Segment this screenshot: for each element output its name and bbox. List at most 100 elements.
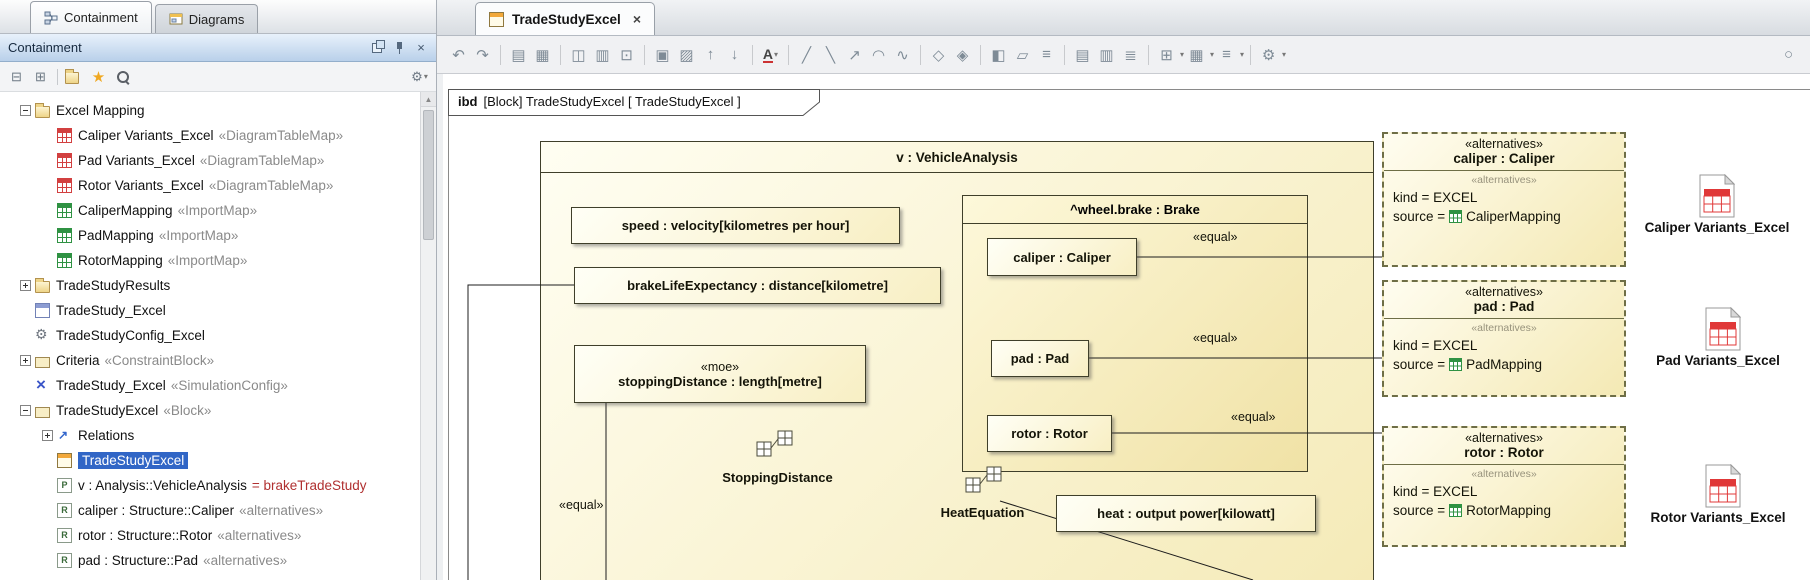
heat-equation-constraint-label[interactable]: HeatEquation <box>940 505 1025 520</box>
part-heat[interactable]: heat : output power[kilowatt] <box>1056 495 1316 532</box>
tree-stereotype: «ConstraintBlock» <box>104 353 215 368</box>
close-tab-icon[interactable]: × <box>632 11 641 27</box>
expand-expander-icon[interactable] <box>42 430 53 441</box>
display-ports-icon[interactable]: ⊡ <box>620 46 633 64</box>
restore-window-icon[interactable] <box>370 39 385 55</box>
curve-path-icon[interactable]: ∿ <box>896 46 909 64</box>
nav-back-icon[interactable]: ↶ <box>452 46 465 64</box>
part-caliper[interactable]: caliper : Caliper <box>987 238 1137 276</box>
layer-order-icon[interactable]: ▱ <box>1016 46 1029 64</box>
tree-item-caliper-part[interactable]: caliper : Structure::Caliper «alternativ… <box>0 498 436 523</box>
heat-equation-constraint-icon[interactable] <box>965 466 1003 502</box>
display-parts-icon[interactable]: ▥ <box>595 46 610 64</box>
tree-item-rotor-variants[interactable]: Rotor Variants_Excel «DiagramTableMap» <box>0 173 436 198</box>
tree-item-pad-part[interactable]: pad : Structure::Pad «alternatives» <box>0 548 436 573</box>
show-grid-icon[interactable]: ▦ <box>535 46 550 64</box>
tree-item-tradestudy-config[interactable]: TradeStudyConfig_Excel <box>0 323 436 348</box>
part-pad[interactable]: pad : Pad <box>991 340 1089 377</box>
distribute-icon[interactable]: ≣ <box>1124 46 1137 64</box>
tree-item-tradestudy-results[interactable]: TradeStudyResults <box>0 273 436 298</box>
tab-containment[interactable]: Containment <box>30 1 152 33</box>
tree-item-relations[interactable]: Relations <box>0 423 436 448</box>
list-view-icon[interactable]: ≡ <box>1222 46 1231 63</box>
shape-icon[interactable]: ◇ <box>932 46 945 64</box>
swimlane-icon[interactable]: ⊞ <box>1160 46 1173 64</box>
tree-item-caliper-variants[interactable]: Caliper Variants_Excel «DiagramTableMap» <box>0 123 436 148</box>
equal-label-pad[interactable]: «equal» <box>1193 331 1238 345</box>
tree-item-tradestudyexcel-ibd-selected[interactable]: TradeStudyExcel <box>0 448 436 473</box>
equal-label-rotor[interactable]: «equal» <box>1231 410 1276 424</box>
fill-color-icon[interactable]: ◧ <box>991 46 1006 64</box>
tree-scrollbar[interactable]: ▲ <box>420 92 436 580</box>
diagram-canvas[interactable]: ibd[Block] TradeStudyExcel [ TradeStudyE… <box>443 74 1810 580</box>
align-left-icon[interactable]: ▤ <box>1075 46 1090 64</box>
collapse-expander-icon[interactable] <box>20 405 31 416</box>
tree-item-criteria[interactable]: Criteria «ConstraintBlock» <box>0 348 436 373</box>
equal-label-caliper[interactable]: «equal» <box>1193 230 1238 244</box>
related-elements-icon[interactable]: ◫ <box>571 46 586 64</box>
equal-label-stopping[interactable]: «equal» <box>559 498 604 512</box>
excel-file-rotor-icon[interactable] <box>1705 464 1741 508</box>
tree-item-pad-variants[interactable]: Pad Variants_Excel «DiagramTableMap» <box>0 148 436 173</box>
collapse-expander-icon[interactable] <box>20 105 31 116</box>
line-style2-icon[interactable]: ╲ <box>825 46 836 64</box>
scroll-up-icon[interactable]: ▲ <box>421 92 436 107</box>
alternatives-pad-box[interactable]: «alternatives» pad : Pad «alternatives» … <box>1382 280 1626 397</box>
group-icon[interactable]: ≡ <box>1042 46 1051 63</box>
collapse-all-icon[interactable]: ⊟ <box>11 68 22 84</box>
align-center-icon[interactable]: ▥ <box>1099 46 1114 64</box>
expand-expander-icon[interactable] <box>20 280 31 291</box>
connector-brakelife[interactable] <box>467 284 574 580</box>
shape-filled-icon[interactable]: ◈ <box>956 46 969 64</box>
line-style-icon[interactable]: ╱ <box>801 46 812 64</box>
tree-item-rotor-mapping[interactable]: RotorMapping «ImportMap» <box>0 248 436 273</box>
move-up-icon[interactable]: ↑ <box>706 46 715 63</box>
tree-item-caliper-mapping[interactable]: CaliperMapping «ImportMap» <box>0 198 436 223</box>
pin-icon[interactable] <box>392 41 406 55</box>
scrollbar-thumb[interactable] <box>423 110 434 240</box>
search-icon[interactable] <box>112 66 133 87</box>
excel-file-pad-label[interactable]: Pad Variants_Excel <box>1656 353 1780 368</box>
diagram-options-gear-icon[interactable]: ⚙ <box>1261 46 1276 64</box>
panel-options-gear-icon[interactable]: ⚙▾ <box>411 68 428 84</box>
tree-item-v-vehicle-analysis[interactable]: v : Analysis::VehicleAnalysis = brakeTra… <box>0 473 436 498</box>
open-diagram-icon[interactable] <box>64 66 85 87</box>
part-rotor[interactable]: rotor : Rotor <box>987 415 1112 452</box>
tree-item-simulation-config[interactable]: TradeStudy_Excel «SimulationConfig» <box>0 373 436 398</box>
show-containment-icon[interactable]: ▤ <box>511 46 526 64</box>
expand-all-icon[interactable]: ⊞ <box>35 68 46 84</box>
part-speed[interactable]: speed : velocity[kilometres per hour] <box>571 207 900 244</box>
tab-tradestudyexcel[interactable]: TradeStudyExcel × <box>475 2 655 35</box>
alternatives-source: source = RotorMapping <box>1393 503 1615 518</box>
part-stopping-distance[interactable]: «moe» stoppingDistance : length[metre] <box>574 345 866 403</box>
arc-path-icon[interactable]: ◠ <box>871 46 886 64</box>
excel-file-pad-icon[interactable] <box>1705 307 1741 351</box>
excel-file-rotor-label[interactable]: Rotor Variants_Excel <box>1650 510 1786 525</box>
excel-file-caliper-icon[interactable] <box>1699 174 1735 218</box>
table-view-icon[interactable]: ▦ <box>1189 46 1204 64</box>
path-arrow-icon[interactable]: ↗ <box>848 46 861 64</box>
favorites-icon[interactable]: ★ <box>91 68 106 86</box>
copy-icon[interactable]: ▣ <box>655 46 670 64</box>
font-color-icon[interactable]: A▾ <box>759 43 782 67</box>
part-brake-life-expectancy[interactable]: brakeLifeExpectancy : distance[kilometre… <box>574 267 941 304</box>
paste-icon[interactable]: ▨ <box>679 46 694 64</box>
stopping-distance-constraint-label[interactable]: StoppingDistance <box>722 470 833 485</box>
tree-item-pad-mapping[interactable]: PadMapping «ImportMap» <box>0 223 436 248</box>
move-down-icon[interactable]: ↓ <box>730 46 739 63</box>
excel-file-caliper-label[interactable]: Caliper Variants_Excel <box>1644 220 1790 235</box>
stopping-distance-constraint-icon[interactable] <box>756 430 794 466</box>
connector-heat-equation[interactable] <box>999 500 1254 580</box>
tree-item-rotor-part[interactable]: rotor : Structure::Rotor «alternatives» <box>0 523 436 548</box>
zoom-icon[interactable]: ○ <box>1783 46 1794 63</box>
close-panel-icon[interactable]: × <box>417 40 425 55</box>
alternatives-rotor-box[interactable]: «alternatives» rotor : Rotor «alternativ… <box>1382 426 1626 547</box>
tree-item-excel-mapping[interactable]: Excel Mapping <box>0 98 436 123</box>
alternatives-caliper-box[interactable]: «alternatives» caliper : Caliper «altern… <box>1382 132 1626 267</box>
expand-expander-icon[interactable] <box>20 355 31 366</box>
nav-forward-icon[interactable]: ↷ <box>476 46 489 64</box>
tree-item-tradestudyexcel-block[interactable]: TradeStudyExcel «Block» <box>0 398 436 423</box>
source-label: source = <box>1393 357 1446 372</box>
tab-diagrams[interactable]: Diagrams <box>154 4 259 33</box>
tree-item-tradestudy-excel-diagram[interactable]: TradeStudy_Excel <box>0 298 436 323</box>
